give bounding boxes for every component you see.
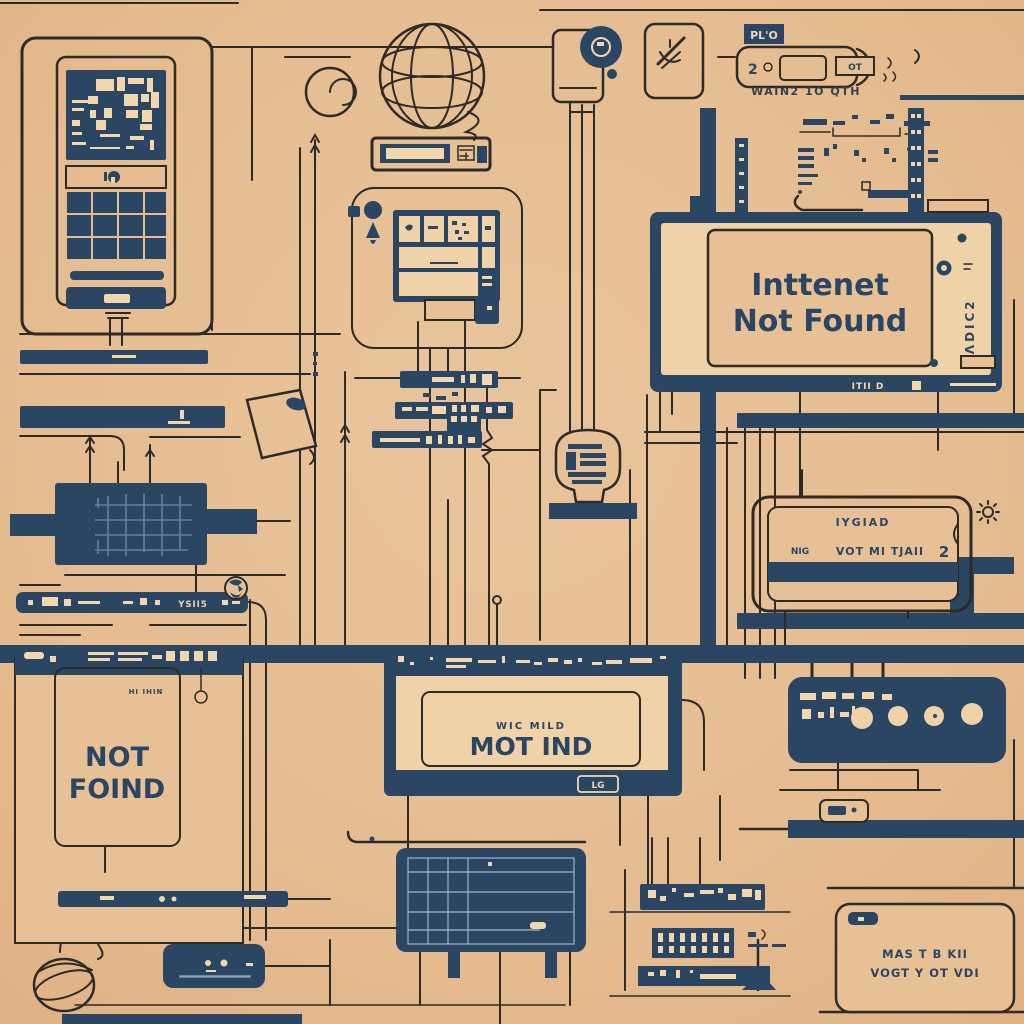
chip-label-box [744,24,784,44]
home-icon [104,171,120,183]
knob-panel [788,677,1006,763]
knob-4 [961,703,983,725]
monitor-bezel-text: ITII D [852,382,885,392]
bottom-right-card: MAS T B KII VOGT Y OT VDI [834,902,1016,1014]
plumb-bob-icon [194,667,208,704]
bottom-card-line1: MAS T B KII [882,947,968,961]
window-card [54,667,181,847]
card-small-text: HI IHIN [129,688,164,696]
calculator-footer [424,298,499,324]
usb-stick: 2 OT [735,45,897,89]
usb-dongle [788,799,1024,838]
soundbar [58,891,331,907]
card-stripe [768,562,958,582]
circuit-trace-board [735,108,938,218]
key-glyphs [405,221,491,264]
solar-panel [62,848,586,1024]
card-left-text: NIG [791,547,809,557]
wire-ball-icon [32,957,96,1013]
lamp-cone-icon [245,388,318,465]
knob-2 [888,706,908,726]
chip-label: PL'O [750,29,778,42]
mini-globe-icon [224,576,248,600]
terminal-stem [105,312,131,346]
wireframe-globe-icon [378,22,486,141]
pin-header-left [735,138,748,218]
usb-glyph-2: 2 [748,62,758,78]
power-led [957,233,967,243]
monitor-port [960,355,996,369]
dial-knob-icon [580,26,622,79]
pin-header-right [908,108,924,216]
card-brand: IYGIAD [836,516,891,529]
calculator-device [348,187,523,349]
terminal-keypad [67,192,166,259]
window-message-line1: NOT [85,742,150,773]
ram-modules [372,371,541,504]
top-right-bar [900,95,1024,100]
satellite-dish-icon [643,22,705,100]
main-monitor: Inttenet Not Found IΛDIC2 ITII D [650,196,1002,392]
strip-label: YSII5 [177,600,208,610]
usb-label: OT [848,63,863,73]
screen-pixels [72,77,159,150]
center-small-text: WIC MILD [496,721,566,732]
top-device-row: PL'O 2 OT WAIN2 1O QTH [551,22,897,113]
top-caption: WAIN2 1O QTH [751,85,861,98]
terminal-slot [70,271,164,280]
bottom-card-line2: VOGT Y OT VDI [870,966,979,980]
center-monitor: WIC MILD MOT IND LG [384,646,682,796]
list-relay-icon [549,428,637,519]
horizontal-bus-upper [737,413,1024,428]
monitor-screen [706,228,934,368]
bezel-glyphs [398,656,666,668]
window-message-line2: FOIND [69,774,165,805]
toolbar-glyphs [24,651,217,662]
center-message: MOT IND [470,732,593,761]
handheld-terminal [20,36,214,346]
coil-spiral-icon [304,66,357,118]
monitor-side-text: IΛDIC2 [963,298,977,361]
gear-spark-icon [976,500,1000,524]
power-strip: YSII5 [16,576,248,613]
svg-text:LG: LG [591,781,604,791]
ic-chip [10,435,291,565]
left-bars [20,350,225,428]
card-center-text: VOT MI TJAII [836,545,924,558]
chip-stack [638,884,786,990]
mic-icons [348,201,382,244]
brand-badge: LG [577,775,619,793]
center-screen-card [421,691,641,767]
horizontal-bus-right [737,613,1024,629]
knob-1 [851,707,873,729]
monitor-message-line1: Inttenet [751,268,889,303]
set-top-box [163,944,265,988]
credit-card-device: IYGIAD NIG VOT MI TJAII 2 [751,469,1000,646]
monitor-message-line2: Not Found [733,304,908,339]
card-right-text: 2 [939,543,949,561]
modem-drive [370,136,492,172]
